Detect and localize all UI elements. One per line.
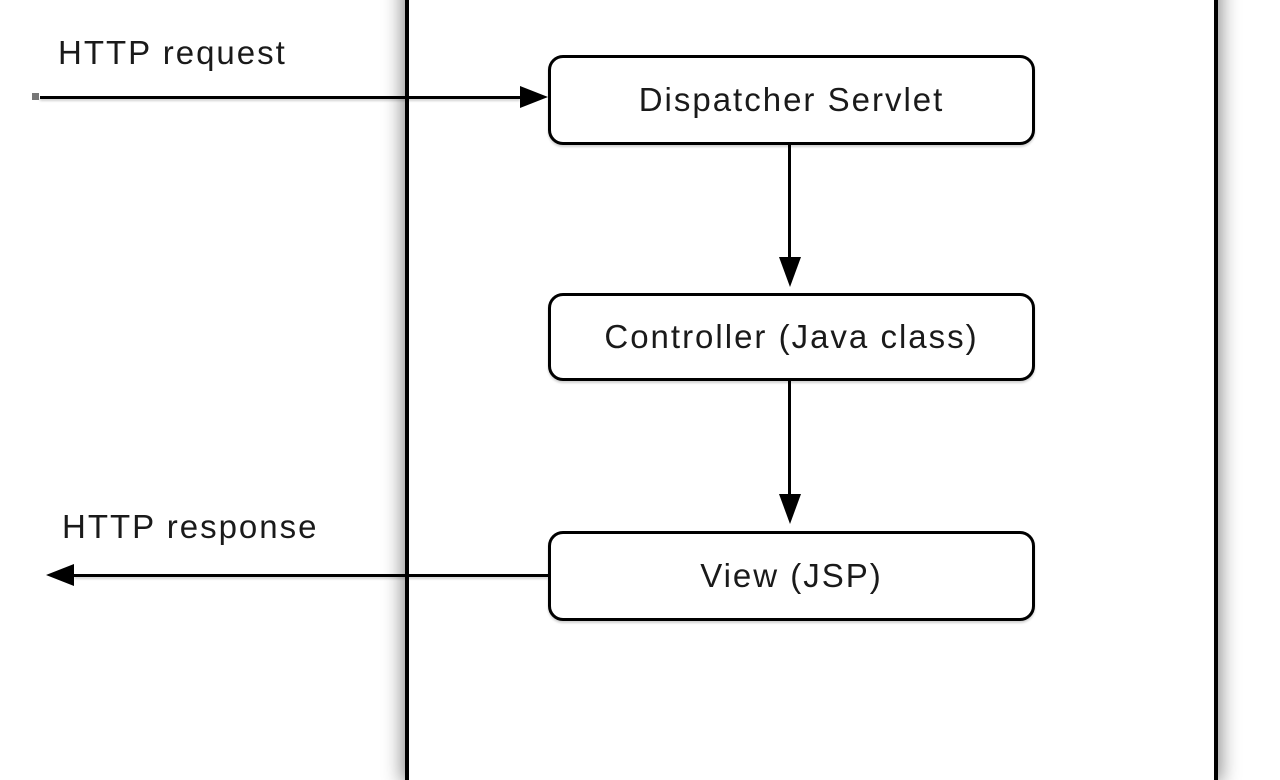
node-dispatcher-servlet-label: Dispatcher Servlet bbox=[638, 81, 945, 118]
http-response-arrow-line bbox=[74, 574, 548, 577]
arrowhead-down-icon bbox=[779, 257, 801, 287]
node-view-label: View (JSP) bbox=[700, 557, 883, 594]
arrow-controller-to-view-line bbox=[788, 381, 791, 495]
arrowhead-down-icon bbox=[779, 494, 801, 524]
line-start-dot-icon bbox=[32, 93, 39, 100]
http-request-arrow-line bbox=[40, 96, 520, 99]
node-dispatcher-servlet: Dispatcher Servlet bbox=[548, 55, 1035, 145]
http-request-label: HTTP request bbox=[58, 34, 287, 71]
node-view: View (JSP) bbox=[548, 531, 1035, 621]
arrow-dispatcher-to-controller-line bbox=[788, 145, 791, 258]
node-controller-label: Controller (Java class) bbox=[604, 318, 979, 355]
arrowhead-right-icon bbox=[520, 86, 548, 108]
arrowhead-left-icon bbox=[46, 564, 74, 586]
node-controller: Controller (Java class) bbox=[548, 293, 1035, 381]
diagram-canvas: HTTP request Dispatcher Servlet Controll… bbox=[32, 0, 1218, 780]
http-response-label: HTTP response bbox=[62, 508, 319, 545]
